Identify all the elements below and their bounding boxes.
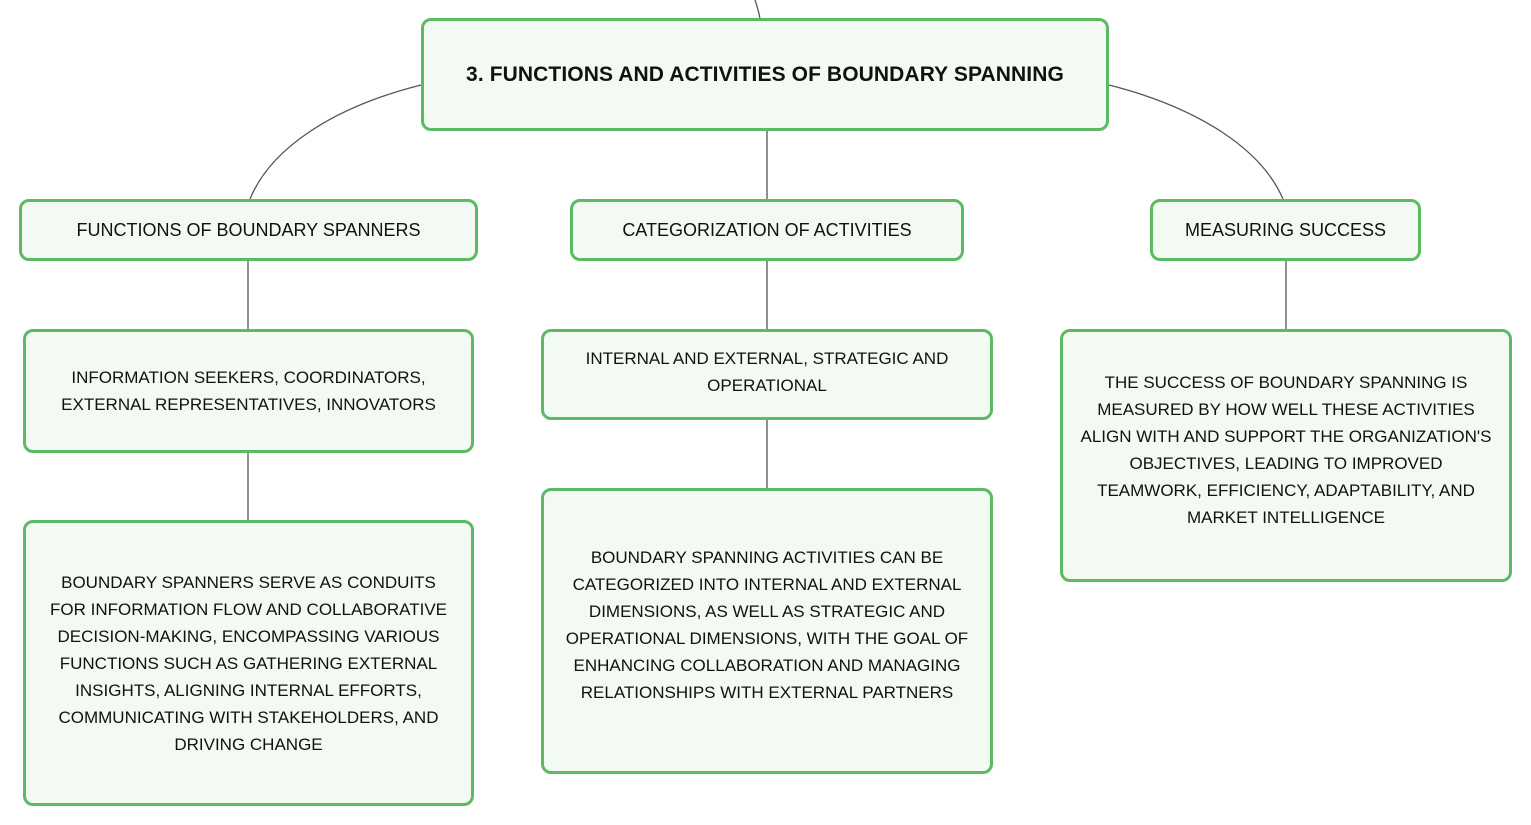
branch-label: CATEGORIZATION OF ACTIVITIES [622,219,912,240]
leaf-node-activity-dimensions[interactable]: INTERNAL AND EXTERNAL, STRATEGIC AND OPE… [541,329,993,420]
leaf-text: INTERNAL AND EXTERNAL, STRATEGIC AND OPE… [585,348,949,395]
leaf-text: INFORMATION SEEKERS, COORDINATORS, EXTER… [61,368,436,414]
branch-node-measuring-success[interactable]: MEASURING SUCCESS [1150,199,1421,261]
leaf-text: BOUNDARY SPANNERS SERVE AS CONDUITS FOR … [49,572,448,754]
branch-node-functions[interactable]: FUNCTIONS OF BOUNDARY SPANNERS [19,199,478,261]
branch-node-categorization[interactable]: CATEGORIZATION OF ACTIVITIES [570,199,964,261]
connector-parent-to-root [754,0,761,20]
branch-label: FUNCTIONS OF BOUNDARY SPANNERS [76,219,421,240]
connector-root-to-measuring [1108,84,1284,200]
root-topic-label: 3. FUNCTIONS AND ACTIVITIES OF BOUNDARY … [466,62,1064,86]
root-topic-node[interactable]: 3. FUNCTIONS AND ACTIVITIES OF BOUNDARY … [421,18,1109,131]
leaf-node-categorization-detail[interactable]: BOUNDARY SPANNING ACTIVITIES CAN BE CATE… [541,488,993,774]
leaf-node-spanner-roles[interactable]: INFORMATION SEEKERS, COORDINATORS, EXTER… [23,329,474,453]
leaf-node-functions-detail[interactable]: BOUNDARY SPANNERS SERVE AS CONDUITS FOR … [23,520,474,806]
branch-label: MEASURING SUCCESS [1184,219,1387,240]
connector-root-to-functions [249,84,422,200]
leaf-text: BOUNDARY SPANNING ACTIVITIES CAN BE CATE… [565,548,969,702]
leaf-node-success-detail[interactable]: THE SUCCESS OF BOUNDARY SPANNING IS MEAS… [1060,329,1512,582]
leaf-text: THE SUCCESS OF BOUNDARY SPANNING IS MEAS… [1080,372,1492,527]
